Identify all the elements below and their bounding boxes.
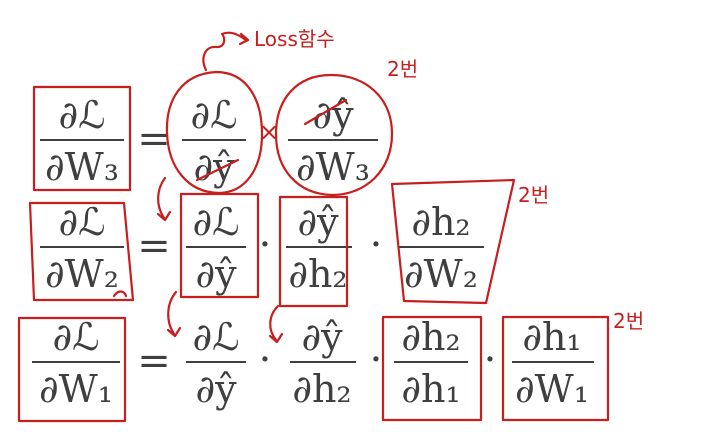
row2-to-row3-arrowhead-left xyxy=(166,326,182,338)
row2-term1-numerator: ∂ℒ xyxy=(192,200,239,244)
row3-dot-operator-2: · xyxy=(370,337,383,383)
row1-term-2-fraction: ∂ŷ ∂W₃ xyxy=(288,93,378,189)
row2-equals-sign: = xyxy=(137,223,171,269)
equation-row-1: ∂ℒ ∂W₃ = ∂ℒ ∂ŷ × ∂ŷ ∂W₃ xyxy=(40,93,378,189)
row3-term2-denominator: ∂h₂ xyxy=(292,367,351,411)
row3-lhs-fraction: ∂ℒ ∂W₁ xyxy=(32,315,120,411)
row1-loss-note-label: Loss함수 xyxy=(254,27,335,51)
row3-term3-numerator: ∂h₂ xyxy=(401,315,460,359)
row2-term3-box xyxy=(390,178,516,305)
equation-row-3: ∂ℒ ∂W₁ = ∂ℒ ∂ŷ · ∂ŷ ∂h₂ · ∂h₂ ∂h₁ · ∂h₁ … xyxy=(32,315,594,411)
row1-lhs-box xyxy=(32,85,132,192)
row1-cancel-slash-denominator xyxy=(195,158,240,182)
row2-term3-denominator: ∂W₂ xyxy=(404,252,478,296)
row1-times-operator: × xyxy=(259,118,279,146)
equation-row-2: ∂ℒ ∂W₂ = ∂ℒ ∂ŷ · ∂ŷ ∂h₂ · ∂h₂ ∂W₂ xyxy=(40,200,484,296)
row3-term4-denominator: ∂W₁ xyxy=(515,367,589,411)
row3-term-1-fraction: ∂ℒ ∂ŷ xyxy=(186,315,246,411)
row3-term1-denominator: ∂ŷ xyxy=(195,367,237,411)
row1-term2-circle xyxy=(274,73,394,197)
row1-term1-numerator: ∂ℒ xyxy=(190,93,237,137)
row2-lhs-fraction: ∂ℒ ∂W₂ xyxy=(40,200,124,296)
row2-term3-numerator: ∂h₂ xyxy=(411,200,470,244)
row2-term2-denominator: ∂h₂ xyxy=(288,252,347,296)
row3-lhs-box xyxy=(17,316,127,423)
row3-lhs-numerator: ∂ℒ xyxy=(52,315,99,359)
row2-reference-label: 2번 xyxy=(518,183,549,207)
row2-lhs-box xyxy=(28,201,135,302)
row1-to-row2-arrowhead xyxy=(156,210,172,222)
row2-lhs-numerator: ∂ℒ xyxy=(58,200,105,244)
row2-term2-numerator: ∂ŷ xyxy=(297,200,339,244)
row2-term1-box xyxy=(179,192,260,299)
row2-term2-box xyxy=(278,195,349,308)
row1-cancel-slash-numerator xyxy=(303,98,348,126)
row2-to-row3-arrow-left xyxy=(167,290,178,336)
row3-term3-box xyxy=(381,315,483,422)
row1-reference-label: 2번 xyxy=(387,57,418,81)
row2-term1-denominator: ∂ŷ xyxy=(195,252,237,296)
row1-equals-sign: = xyxy=(137,116,171,162)
row3-reference-label: 2번 xyxy=(613,309,644,333)
row3-term1-numerator: ∂ℒ xyxy=(192,315,239,359)
handwritten-annotations: Loss함수 2번 2번 2번 xyxy=(17,27,644,423)
row3-term4-numerator: ∂h₁ xyxy=(522,315,581,359)
row1-loss-note-arrowhead xyxy=(238,32,250,46)
row1-loss-note-pointer xyxy=(202,31,248,72)
row1-to-row2-arrow xyxy=(157,176,167,220)
row3-lhs-denominator: ∂W₁ xyxy=(39,367,113,411)
row3-dot-operator-3: · xyxy=(484,337,497,383)
row3-equals-sign: = xyxy=(137,338,171,384)
row1-term1-denominator: ∂ŷ xyxy=(193,145,235,189)
row3-term4-box xyxy=(501,315,610,422)
row2-to-row3-arrow-right xyxy=(269,304,280,342)
row2-term-1-fraction: ∂ℒ ∂ŷ xyxy=(186,200,246,296)
row1-lhs-denominator: ∂W₃ xyxy=(45,145,119,189)
row3-term-3-fraction: ∂h₂ ∂h₁ xyxy=(394,315,468,411)
row1-lhs-fraction: ∂ℒ ∂W₃ xyxy=(40,93,124,189)
row2-subscript-tick xyxy=(112,290,128,298)
row3-term2-numerator: ∂ŷ xyxy=(301,315,343,359)
row2-lhs-denominator: ∂W₂ xyxy=(45,252,119,296)
row2-term-3-fraction: ∂h₂ ∂W₂ xyxy=(398,200,484,296)
row3-term-4-fraction: ∂h₁ ∂W₁ xyxy=(512,315,594,411)
row1-lhs-numerator: ∂ℒ xyxy=(58,93,105,137)
row2-to-row3-arrowhead-right xyxy=(268,332,284,344)
row3-dot-operator-1: · xyxy=(259,337,272,383)
row2-dot-operator-1: · xyxy=(259,222,272,268)
row2-dot-operator-2: · xyxy=(370,222,383,268)
row2-term-2-fraction: ∂ŷ ∂h₂ xyxy=(286,200,352,296)
row1-term2-denominator: ∂W₃ xyxy=(296,145,370,189)
row3-term-2-fraction: ∂ŷ ∂h₂ xyxy=(290,315,356,411)
row3-term3-denominator: ∂h₁ xyxy=(401,367,460,411)
row1-term-1-fraction: ∂ℒ ∂ŷ xyxy=(182,93,246,189)
